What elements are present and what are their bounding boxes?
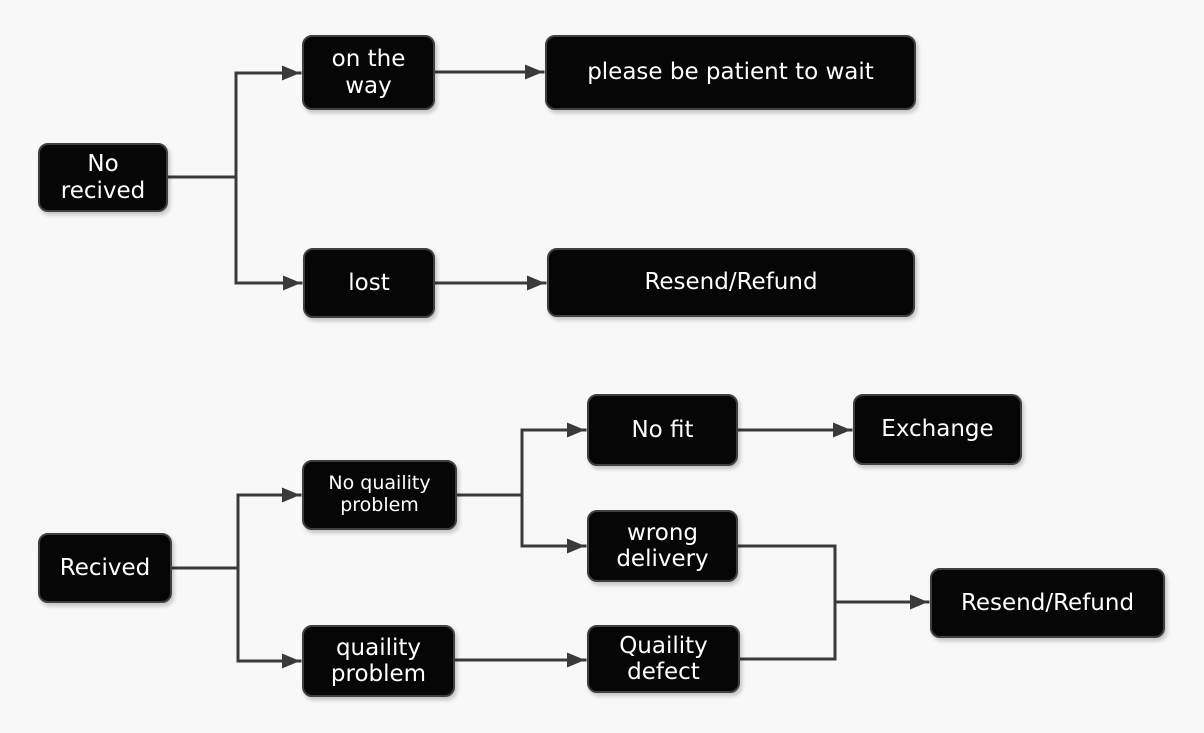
node-wrong-delivery: wrong delivery xyxy=(587,510,738,582)
node-recived-label: Recived xyxy=(59,554,151,581)
node-lost: lost xyxy=(303,248,435,318)
node-no-quaility-problem: No quaility problem xyxy=(302,460,457,530)
node-please-be-patient: please be patient to wait xyxy=(545,35,916,110)
node-exchange-label: Exchange xyxy=(881,416,994,443)
node-resend-refund-bottom: Resend/Refund xyxy=(930,568,1165,638)
node-no-quaility-problem-label: No quaility problem xyxy=(328,472,431,516)
node-recived: Recived xyxy=(38,533,172,603)
node-on-the-way-label: on the way xyxy=(331,46,406,99)
node-exchange: Exchange xyxy=(853,394,1022,465)
node-resend-refund-top: Resend/Refund xyxy=(547,248,915,317)
node-lost-label: lost xyxy=(348,269,390,296)
node-no-fit-label: No fit xyxy=(631,416,694,443)
node-quaility-problem: quaility problem xyxy=(302,625,455,697)
node-wrong-delivery-label: wrong delivery xyxy=(616,519,709,572)
node-resend-refund-top-label: Resend/Refund xyxy=(644,269,818,296)
node-no-fit: No fit xyxy=(587,394,738,466)
node-please-be-patient-label: please be patient to wait xyxy=(587,59,874,86)
node-quaility-defect: Quaility defect xyxy=(587,625,740,693)
node-quaility-problem-label: quaility problem xyxy=(330,634,427,687)
node-on-the-way: on the way xyxy=(302,35,435,110)
node-no-recived: No recived xyxy=(38,143,168,212)
node-resend-refund-bottom-label: Resend/Refund xyxy=(960,589,1135,616)
node-no-recived-label: No recived xyxy=(60,151,146,204)
node-quaility-defect-label: Quaility defect xyxy=(619,632,708,685)
